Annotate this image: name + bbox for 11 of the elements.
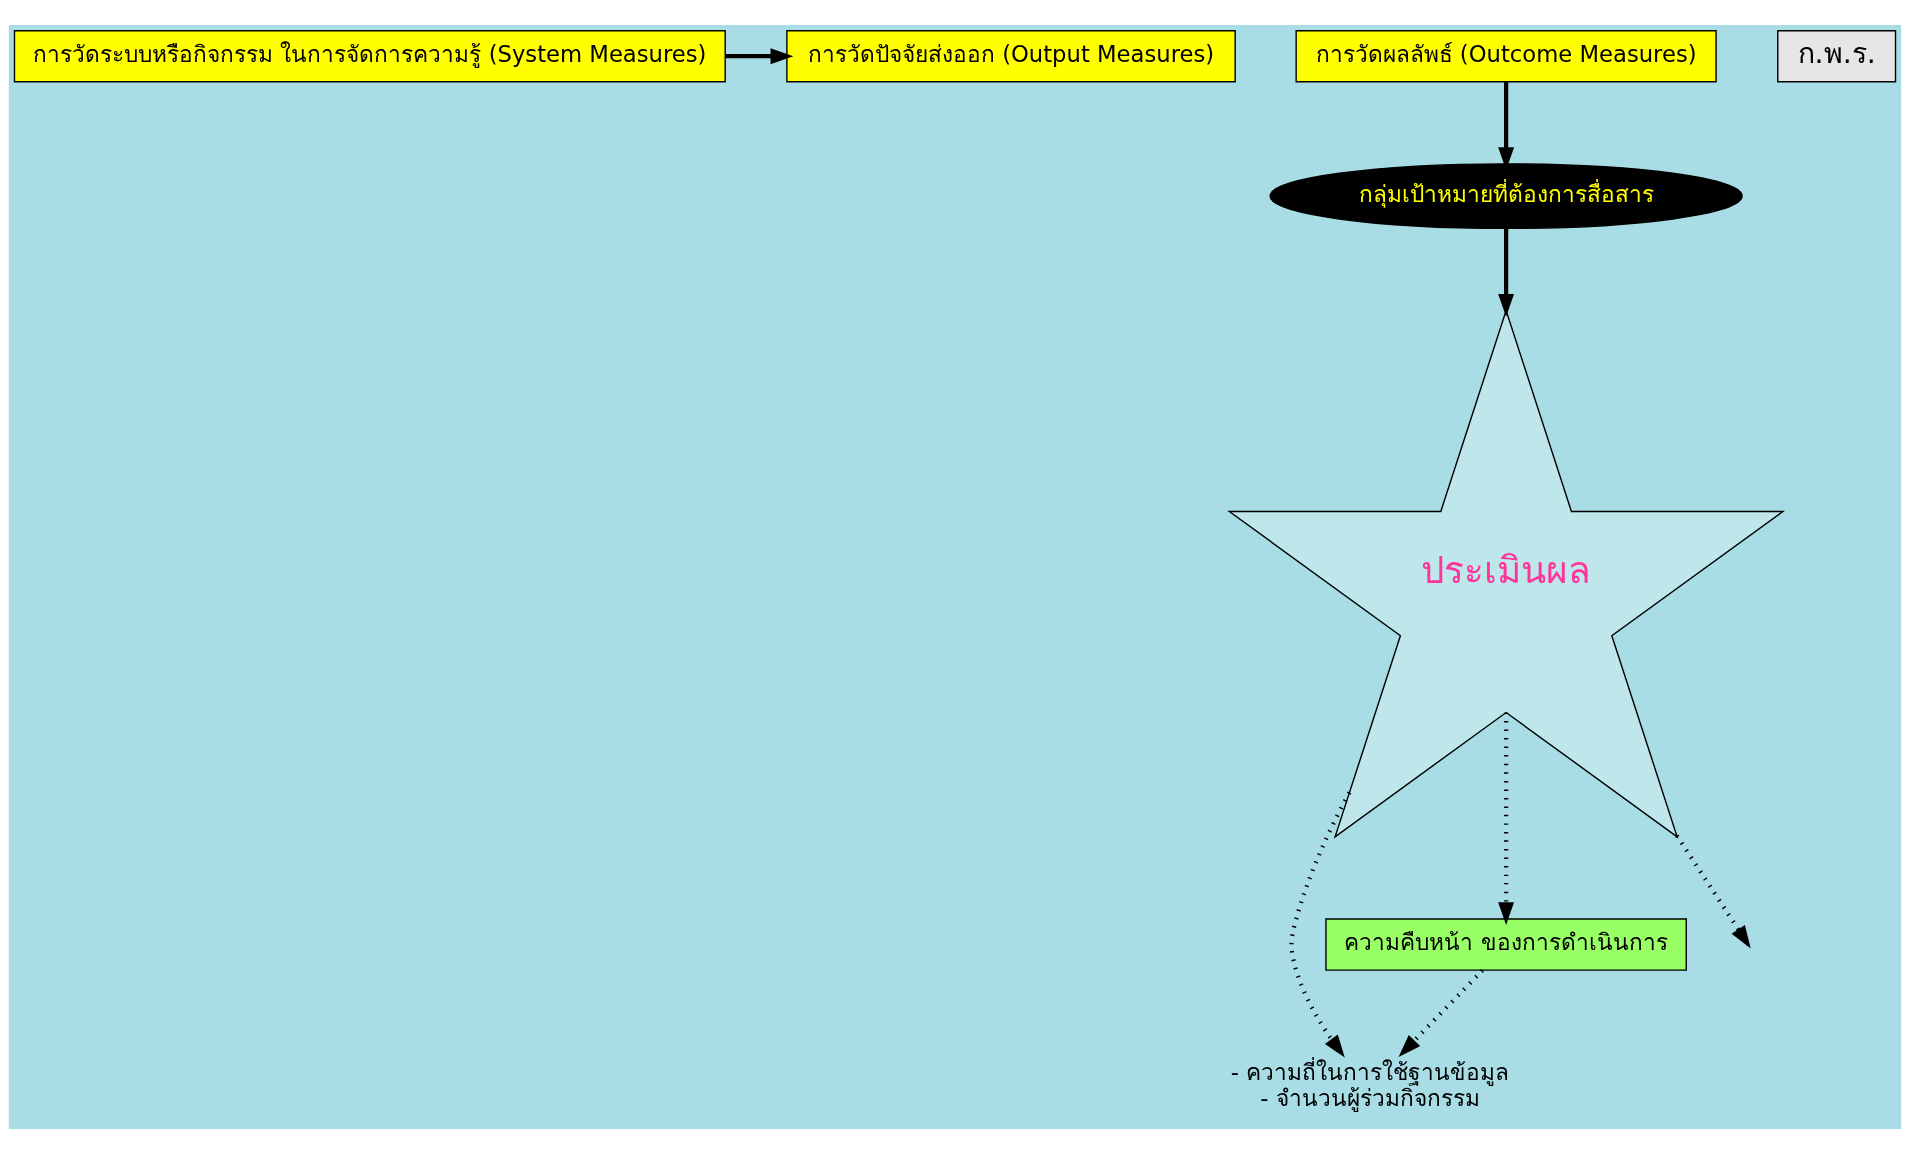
node-text: - ความถี่ในการใช้ฐานข้อมูล - จำนวนผู้ร่วมกิจกรรม: [1230, 1058, 1510, 1111]
arrow: [1398, 968, 1484, 1057]
node-box: ความคืบหน้า ของการดำเนินการ: [1325, 917, 1687, 971]
node-box: การวัดปัจจัยส่งออก (Output Measures): [786, 29, 1236, 82]
node-ellipse: กลุ่มเป้าหมายที่ต้องการสื่อสาร: [1269, 162, 1743, 229]
label: ก.พ.ร.: [1797, 36, 1876, 70]
arrow: [1289, 791, 1352, 1058]
arrow: [725, 47, 794, 64]
arrow: [1498, 228, 1515, 317]
node-box: การวัดผลลัพธ์ (Outcome Measures): [1295, 29, 1717, 82]
node-box: การวัดระบบหรือกิจกรรม ในการจัดการความรู้ (System Measures): [13, 29, 726, 82]
